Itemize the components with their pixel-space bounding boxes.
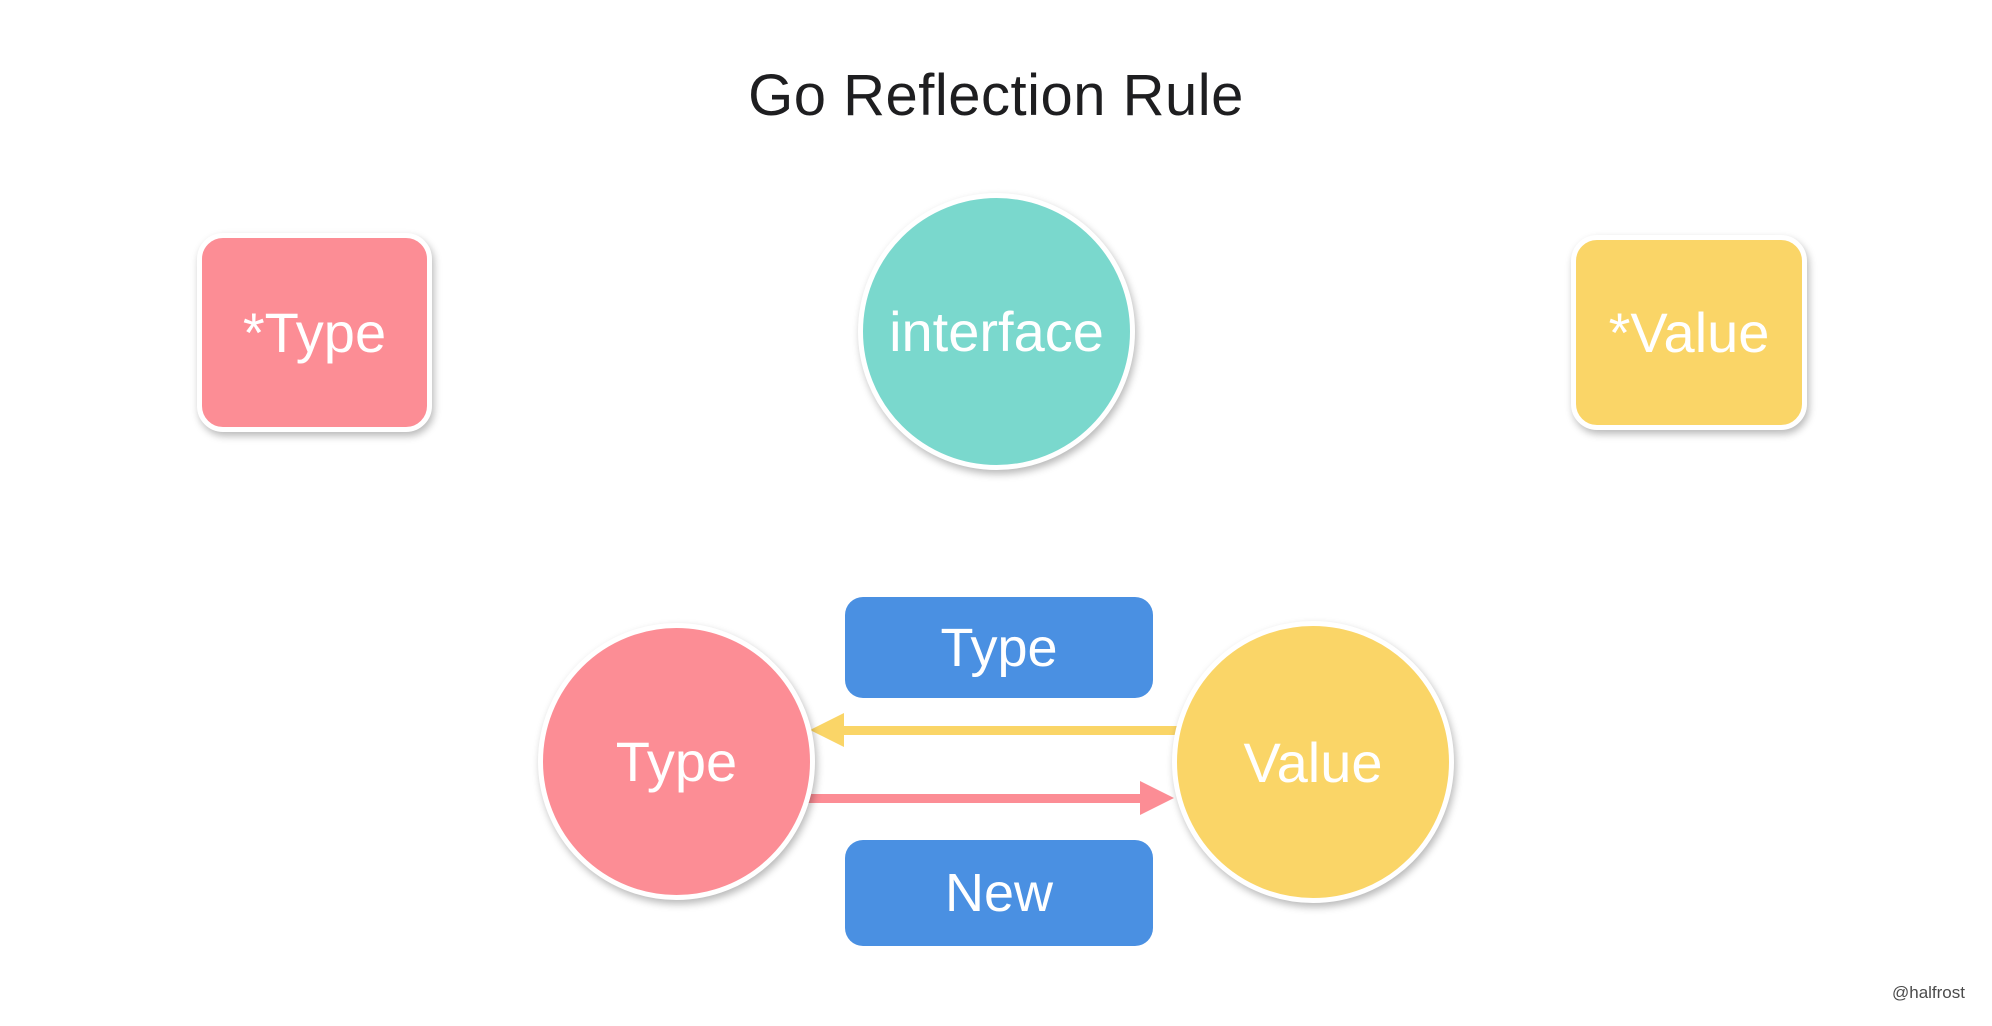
value-circle-label: Value: [1243, 730, 1383, 794]
pointer-type-label: *Type: [242, 301, 387, 364]
pointer-type-box: *Type: [197, 233, 432, 432]
diagram-title: Go Reflection Rule: [748, 63, 1244, 128]
watermark-credit: @halfrost: [1891, 983, 1965, 1002]
type-circle: Type: [538, 623, 815, 900]
arrowhead-left-icon: [810, 713, 844, 747]
pointer-value-box: *Value: [1571, 235, 1807, 430]
type-circle-label: Type: [615, 730, 738, 793]
type-to-value-arrow-line: [790, 794, 1140, 803]
new-method-box: New: [845, 840, 1153, 946]
interface-circle: interface: [858, 193, 1135, 470]
value-circle: Value: [1172, 621, 1454, 903]
new-method-label: New: [944, 863, 1054, 923]
type-method-box: Type: [845, 597, 1153, 698]
pointer-value-label: *Value: [1608, 301, 1770, 364]
type-method-label: Type: [940, 617, 1058, 678]
arrowhead-right-icon: [1140, 781, 1174, 815]
value-to-type-arrow-line: [842, 726, 1202, 735]
interface-label: interface: [889, 300, 1104, 363]
